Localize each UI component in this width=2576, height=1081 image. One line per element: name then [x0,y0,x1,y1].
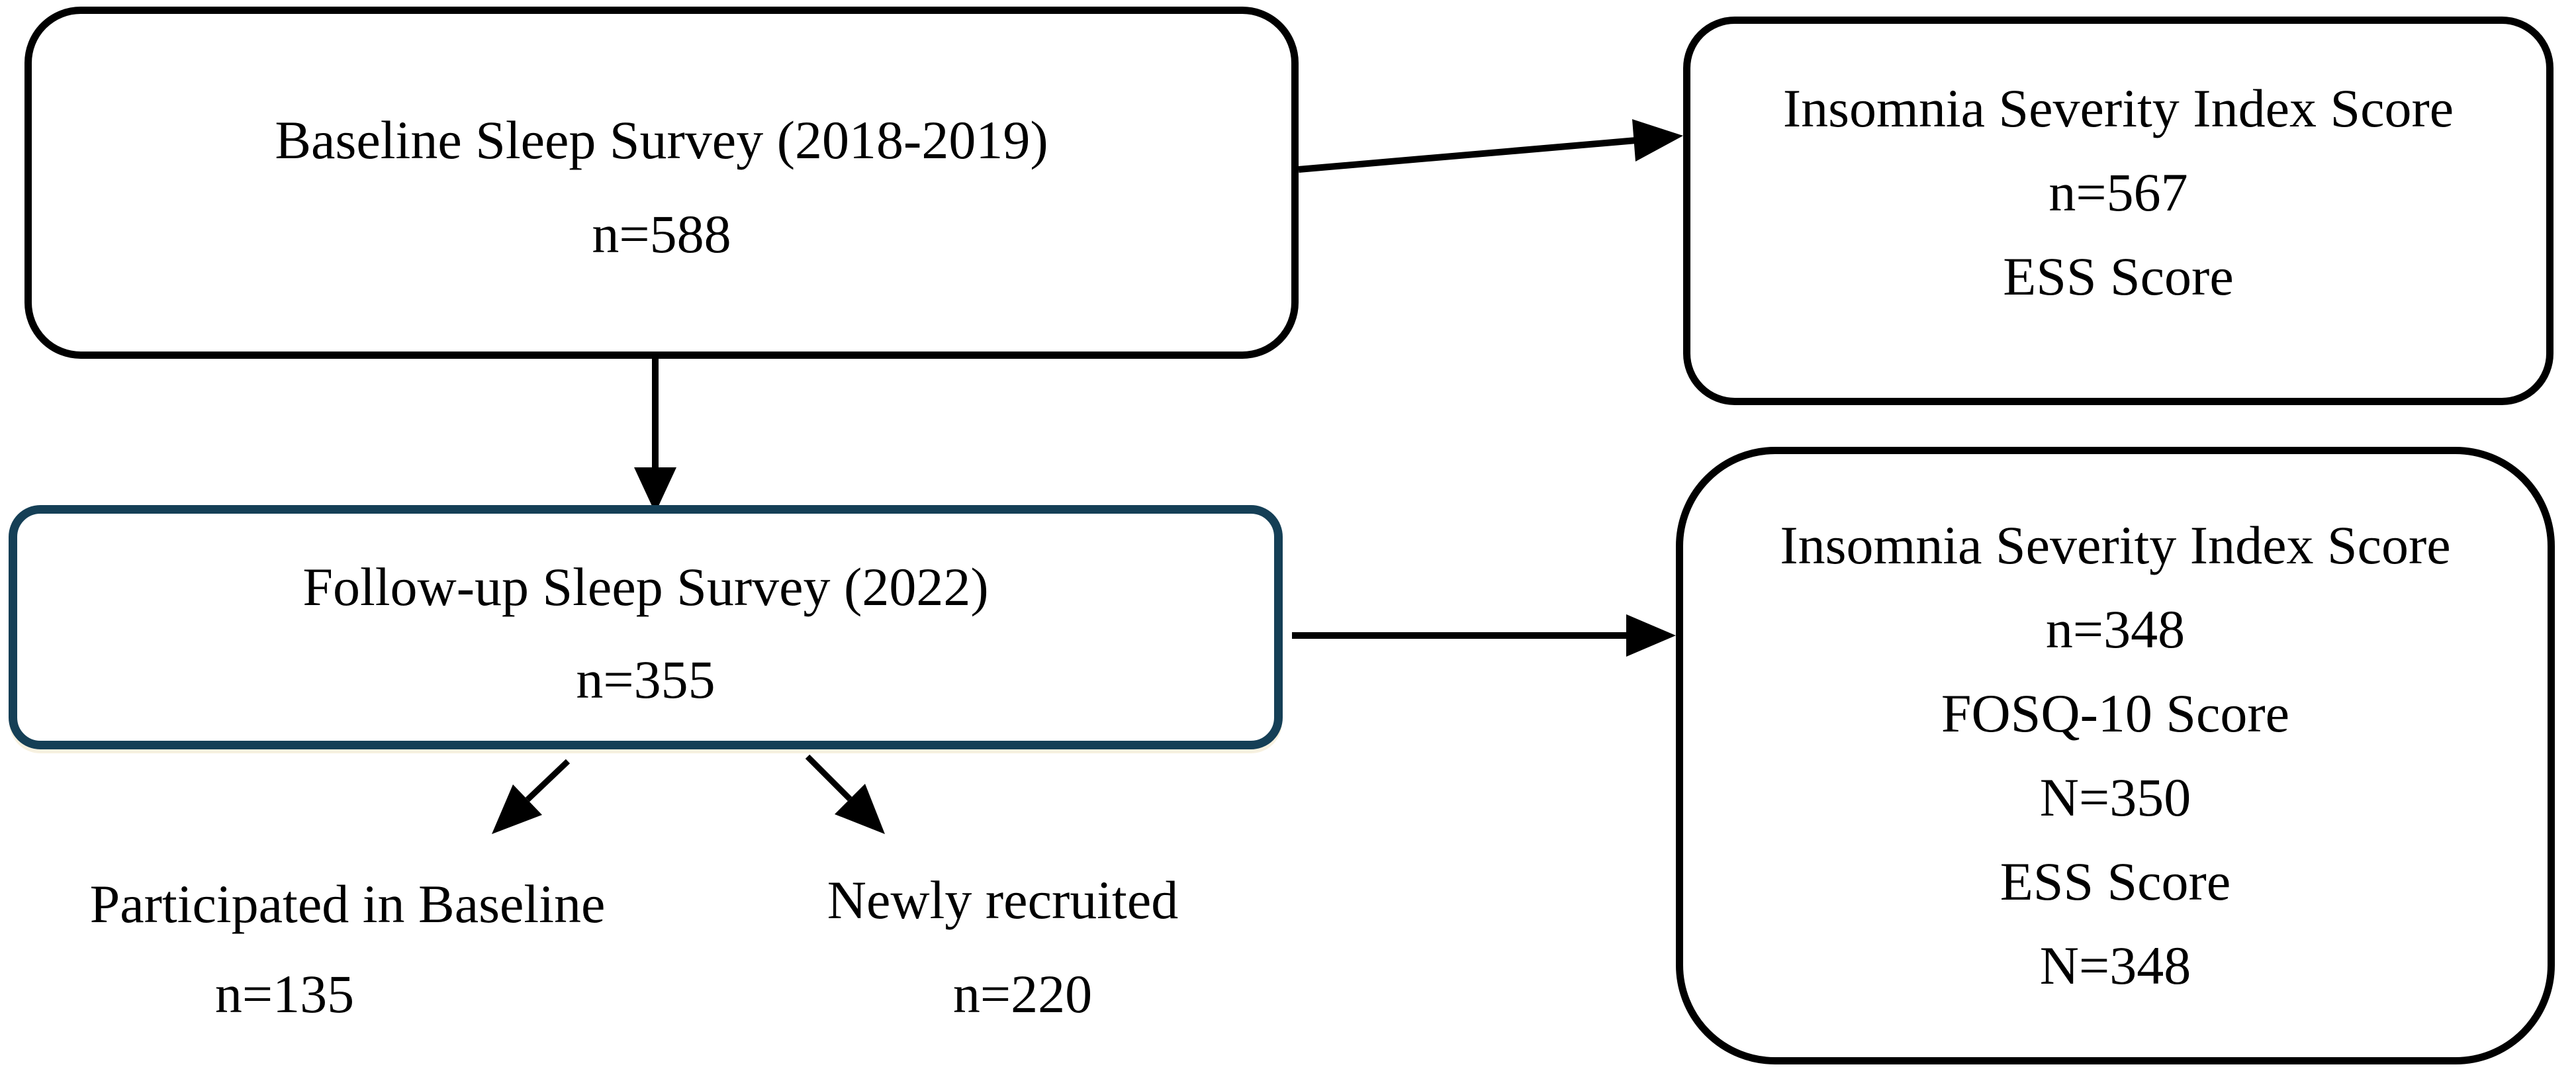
baseline-survey-count: n=588 [592,204,731,264]
ess-score-label: ESS Score [2000,851,2231,912]
arrow-followup-to-newly-icon [805,754,885,834]
arrow-baseline-to-scores-icon [1298,119,1683,173]
ess-score-label: ESS Score [2003,246,2234,306]
fosq-score-label: FOSQ-10 Score [1941,683,2290,743]
participated-label: Participated in Baseline [89,874,606,934]
arrow-followup-to-scores-icon [1292,614,1676,657]
isi-score-label: Insomnia Severity Index Score [1780,515,2451,575]
followup-survey-title: Follow-up Sleep Survey (2022) [302,556,989,617]
arrow-baseline-to-followup-icon [634,359,676,513]
participated-count: n=135 [214,964,355,1024]
isi-score-count: n=567 [2048,162,2188,222]
newly-recruited-count: n=220 [952,964,1093,1024]
baseline-survey-title: Baseline Sleep Survey (2018-2019) [275,110,1048,170]
fosq-score-count: N=350 [2039,767,2191,827]
isi-score-count: n=348 [2045,599,2185,659]
isi-score-label: Insomnia Severity Index Score [1782,78,2454,138]
followup-survey-box: Follow-up Sleep Survey (2022) n=355 [9,505,1283,749]
arrow-followup-to-participated-icon [492,759,571,834]
newly-recruited-label: Newly recruited [827,870,1179,930]
followup-survey-count: n=355 [576,649,715,710]
baseline-scores-box: Insomnia Severity Index Score n=567 ESS … [1683,17,2553,405]
followup-scores-box: Insomnia Severity Index Score n=348 FOSQ… [1676,447,2555,1064]
baseline-survey-box: Baseline Sleep Survey (2018-2019) n=588 [24,7,1299,359]
ess-score-count: N=348 [2039,935,2191,996]
